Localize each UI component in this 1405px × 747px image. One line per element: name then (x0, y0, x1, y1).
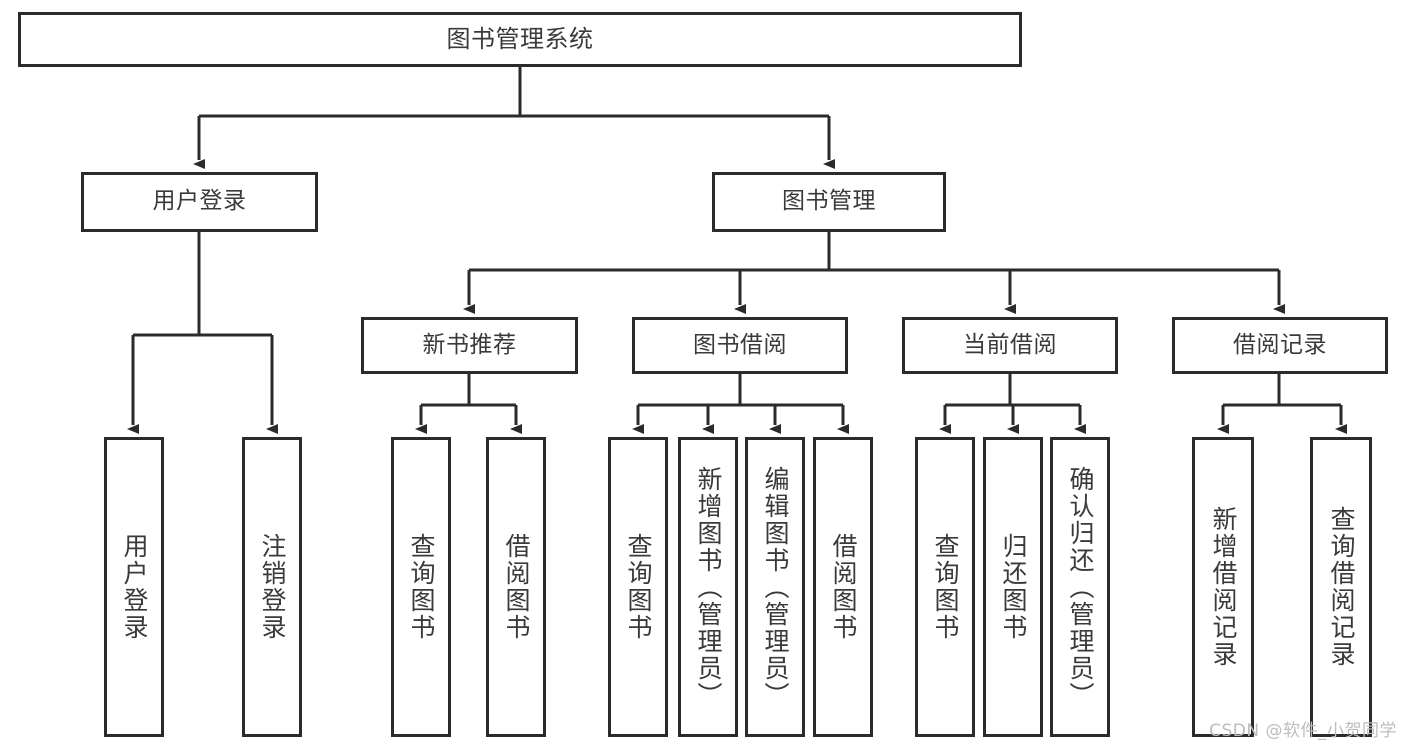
node-label: 借阅记录 (1233, 331, 1327, 358)
node-label: 归还图书 (999, 533, 1028, 641)
node-label: 注销登录 (258, 533, 287, 641)
node-label: 图书管理系统 (446, 25, 594, 54)
node-label: 查询图书 (624, 533, 653, 641)
node-label: 新书推荐 (422, 331, 517, 358)
node-label: 借阅图书 (502, 533, 531, 641)
watermark-text: CSDN @软件_小贺同学 (1209, 721, 1397, 741)
node-label: 编辑图书（管理员） (761, 465, 790, 709)
node-label: 查询图书 (407, 533, 436, 641)
node-label: 新增借阅记录 (1209, 506, 1238, 668)
node-label: 新增图书（管理员） (694, 465, 723, 709)
leaf-user-login-signin[interactable]: 用户登录 (104, 437, 164, 737)
leaf-book-borrow-query[interactable]: 查询图书 (608, 437, 668, 737)
node-label: 用户登录 (152, 188, 247, 215)
leaf-new-book-query[interactable]: 查询图书 (391, 437, 451, 737)
node-label: 查询图书 (931, 533, 960, 641)
leaf-book-borrow-add[interactable]: 新增图书（管理员） (678, 437, 738, 737)
node-user-login[interactable]: 用户登录 (81, 172, 318, 232)
node-new-book-recommend[interactable]: 新书推荐 (361, 317, 578, 374)
node-current-borrow[interactable]: 当前借阅 (902, 317, 1118, 374)
node-label: 借阅图书 (829, 533, 858, 641)
node-borrow-record[interactable]: 借阅记录 (1172, 317, 1388, 374)
leaf-current-borrow-confirm[interactable]: 确认归还（管理员） (1050, 437, 1110, 737)
node-label: 用户登录 (120, 533, 149, 641)
leaf-new-book-borrow[interactable]: 借阅图书 (486, 437, 546, 737)
leaf-borrow-record-add[interactable]: 新增借阅记录 (1192, 437, 1254, 737)
leaf-book-borrow-lend[interactable]: 借阅图书 (813, 437, 873, 737)
leaf-book-borrow-edit[interactable]: 编辑图书（管理员） (745, 437, 805, 737)
node-label: 查询借阅记录 (1327, 506, 1356, 668)
leaf-borrow-record-query[interactable]: 查询借阅记录 (1310, 437, 1372, 737)
node-label: 确认归还（管理员） (1066, 465, 1095, 709)
leaf-current-borrow-return[interactable]: 归还图书 (983, 437, 1043, 737)
node-label: 当前借阅 (963, 331, 1057, 358)
leaf-current-borrow-query[interactable]: 查询图书 (915, 437, 975, 737)
node-book-borrow[interactable]: 图书借阅 (632, 317, 848, 374)
node-book-management[interactable]: 图书管理 (712, 172, 946, 232)
leaf-user-login-signout[interactable]: 注销登录 (242, 437, 302, 737)
node-label: 图书管理 (782, 188, 876, 215)
node-root-system[interactable]: 图书管理系统 (18, 12, 1022, 67)
node-label: 图书借阅 (693, 331, 787, 358)
